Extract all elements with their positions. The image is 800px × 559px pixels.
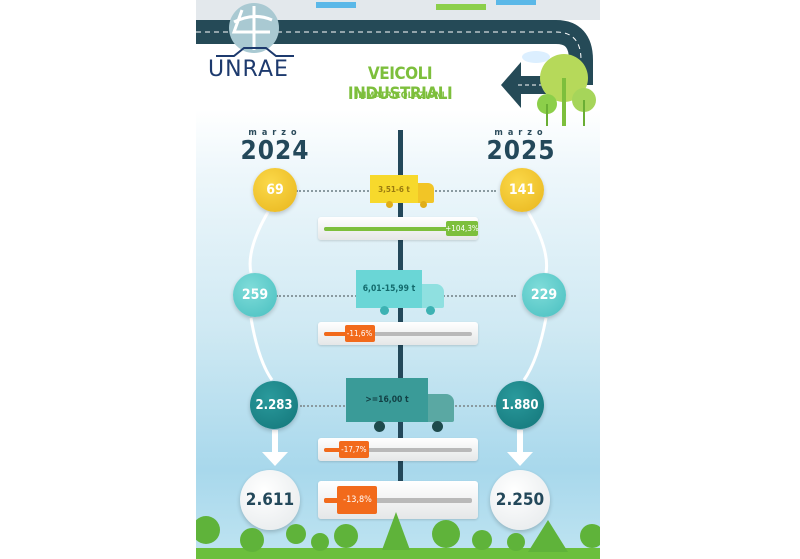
category-label-row-2: 6,01-15,99 t (356, 270, 422, 308)
value-2025-row-2: 229 (522, 273, 566, 317)
value-2024-row-3: 2.283 (250, 381, 298, 429)
change-bar-row-3: -17,7% (318, 438, 478, 461)
change-bar-row-2: -11,6% (318, 322, 478, 345)
svg-text:UNRAE: UNRAE (208, 57, 289, 78)
left-month: marzo (248, 128, 302, 138)
center-line (398, 130, 403, 510)
truck-heavy: >=16,00 t (346, 378, 458, 434)
left-year: 2024 (240, 136, 310, 166)
total-2024: 2.611 (240, 470, 300, 530)
change-badge-row-3: -17,7% (338, 441, 369, 458)
truck-light: 3,51-6 t (370, 175, 436, 209)
road-illustration (196, 0, 600, 126)
value-2024-row-1: 69 (253, 168, 297, 212)
value-2025-row-1: 141 (500, 168, 544, 212)
right-year: 2025 (486, 136, 556, 166)
change-bar-fill-row-1 (324, 227, 467, 231)
right-month: marzo (494, 128, 548, 138)
value-2024-row-2: 259 (233, 273, 277, 317)
change-badge-row-1: +104,3% (445, 221, 479, 236)
category-label-row-3: >=16,00 t (346, 378, 428, 422)
change-badge-total: -13,8% (337, 486, 378, 514)
change-bar-row-1: +104,3% (318, 217, 479, 240)
page-subtitle: IMMATRICOLAZIONI (355, 91, 445, 101)
change-bar-fill-row-2 (324, 332, 360, 336)
trees-illustration (196, 512, 600, 559)
connector-arcs (248, 211, 549, 466)
page-title: VEICOLI INDUSTRIALI (347, 64, 453, 104)
value-2025-row-3: 1.880 (496, 381, 544, 429)
truck-medium: 6,01-15,99 t (356, 270, 448, 316)
change-bar-total: -13,8% (318, 481, 478, 519)
category-label-row-1: 3,51-6 t (370, 175, 418, 203)
change-badge-row-2: -11,6% (344, 325, 375, 342)
unrae-logo: UNRAE (204, 2, 296, 82)
total-2025: 2.250 (490, 470, 550, 530)
infographic: UNRAE VEICOLI INDUSTRIALI IMMATRICOLAZIO… (196, 0, 600, 559)
